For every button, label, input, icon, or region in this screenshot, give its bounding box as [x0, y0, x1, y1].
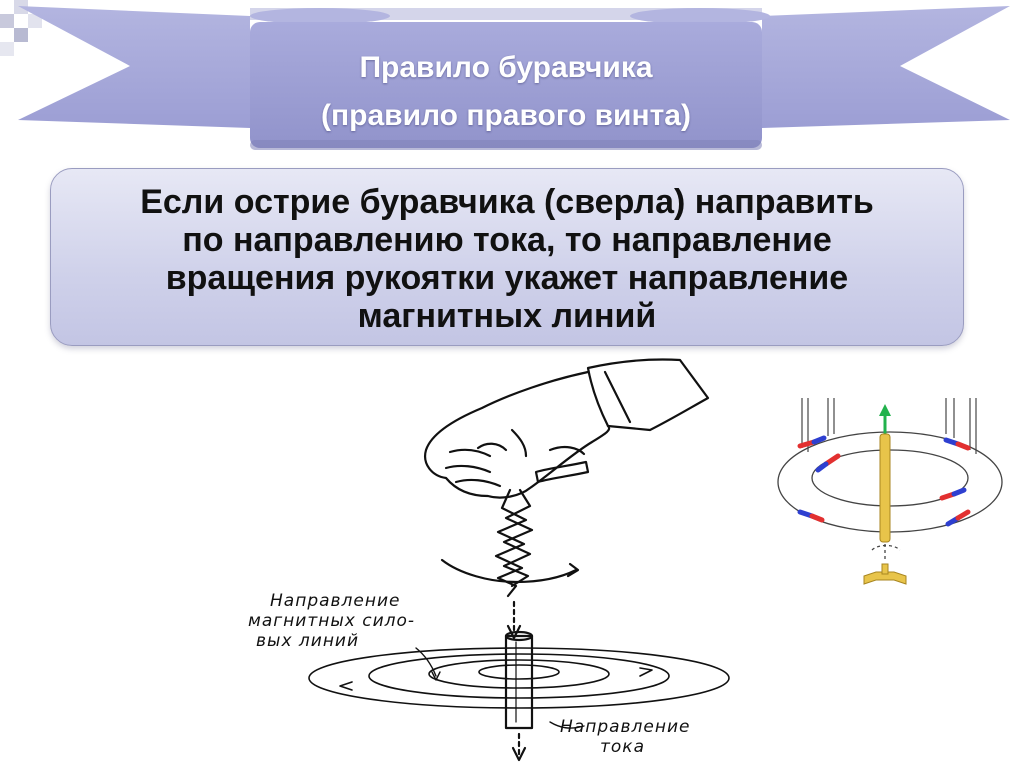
corner-decoration	[0, 0, 42, 56]
gimlet-hand-illustration: Направление магнитных сило- вых линий На…	[248, 358, 730, 762]
label-current-line-1: Направление	[560, 717, 691, 737]
label-field-line-1: Направление	[270, 591, 401, 611]
rule-text: Если острие буравчика (сверла) направить…	[51, 183, 963, 335]
compass-field-diagram	[777, 398, 1003, 585]
rule-definition-box: Если острие буравчика (сверла) направить…	[50, 168, 964, 346]
yellow-rod	[879, 433, 891, 543]
sleeve	[586, 358, 710, 432]
rule-line-4: магнитных линий	[357, 297, 657, 335]
label-current-line-2: тока	[600, 737, 645, 757]
conductor-rod	[504, 634, 534, 730]
slide-title: Правило буравчика (правило правого винта…	[250, 44, 762, 140]
label-field-line-2: магнитных сило-	[248, 611, 415, 631]
title-banner	[18, 6, 1010, 150]
rule-line-2: по направлению тока, то направление	[182, 221, 832, 259]
label-field-line-3: вых линий	[256, 631, 359, 651]
slide-title-line-2: (правило правого винта)	[321, 99, 691, 132]
gimlet-handle	[534, 460, 590, 484]
hand	[424, 370, 611, 499]
rule-line-3: вращения рукоятки укажет направление	[165, 259, 849, 297]
slide-title-line-1: Правило буравчика	[359, 51, 653, 84]
rule-line-1: Если острие буравчика (сверла) направить	[140, 183, 874, 221]
